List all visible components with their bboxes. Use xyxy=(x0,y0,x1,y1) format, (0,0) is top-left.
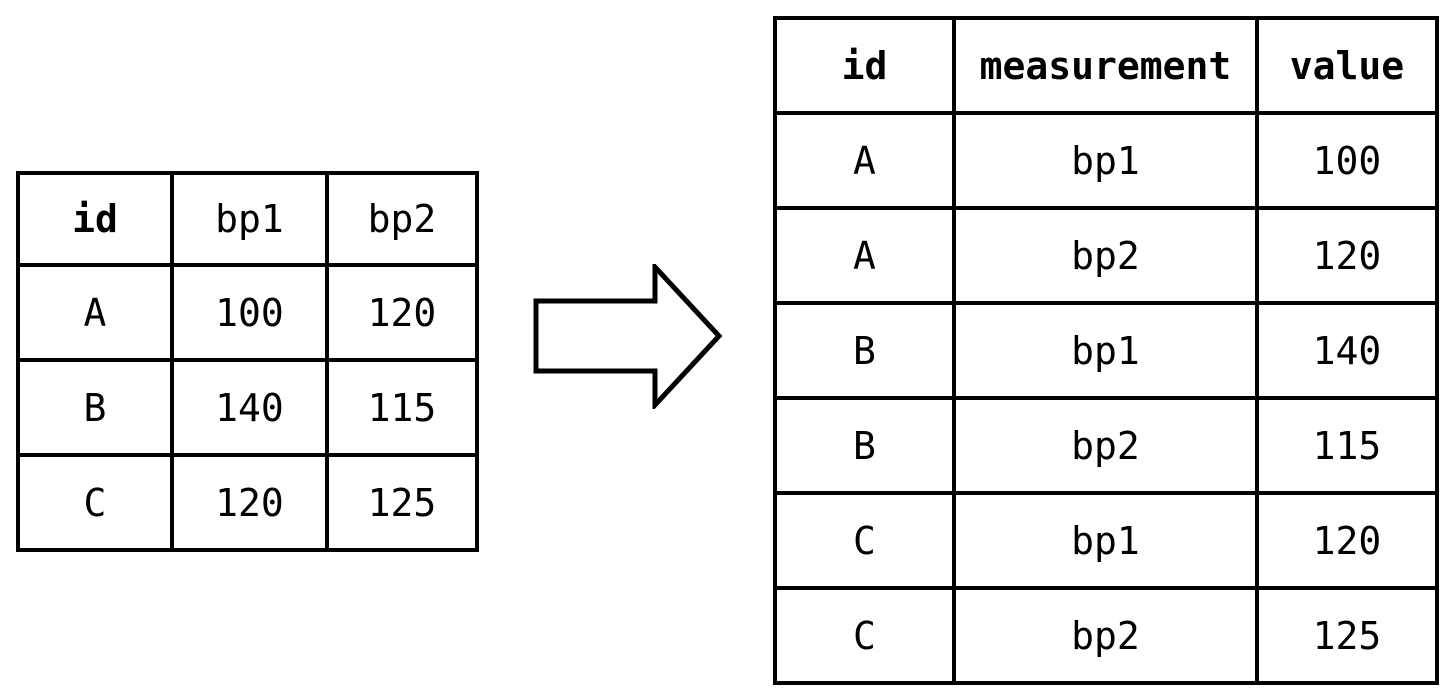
id-cell-a: A xyxy=(773,206,956,305)
id-cell-b: B xyxy=(773,396,956,495)
table-cell: 125 xyxy=(325,453,479,552)
id-cell-c: C xyxy=(773,491,956,590)
long-header-value: value xyxy=(1255,16,1439,115)
long-table-row: C bp1 120 xyxy=(773,491,1439,590)
wide-table-row-b: B 140 115 xyxy=(16,358,479,457)
long-table-row: A bp1 100 xyxy=(773,111,1439,210)
table-cell: 140 xyxy=(170,358,329,457)
table-cell: bp1 xyxy=(952,301,1259,400)
id-cell-b: B xyxy=(16,358,174,457)
table-cell: bp1 xyxy=(952,491,1259,590)
table-cell: bp2 xyxy=(952,206,1259,305)
table-cell: 100 xyxy=(170,263,329,362)
long-table-row: B bp2 115 xyxy=(773,396,1439,495)
long-table-row: A bp2 120 xyxy=(773,206,1439,305)
id-cell-c: C xyxy=(16,453,174,552)
long-table-row: C bp2 125 xyxy=(773,586,1439,685)
long-header-measurement: measurement xyxy=(952,16,1259,115)
wide-table-row-a: A 100 120 xyxy=(16,263,479,362)
table-cell: bp2 xyxy=(952,586,1259,685)
wide-table: id bp1 bp2 A 100 120 B 140 115 C 120 125 xyxy=(16,171,479,552)
id-cell-a: A xyxy=(16,263,174,362)
table-cell: 120 xyxy=(1255,206,1439,305)
id-cell-c: C xyxy=(773,586,956,685)
table-cell: 115 xyxy=(1255,396,1439,495)
table-cell: 120 xyxy=(325,263,479,362)
long-table: id measurement value A bp1 100 A bp2 120… xyxy=(773,16,1439,685)
long-table-header-row: id measurement value xyxy=(773,16,1439,115)
transform-arrow-icon xyxy=(533,264,723,409)
id-cell-b: B xyxy=(773,301,956,400)
id-cell-a: A xyxy=(773,111,956,210)
table-cell: 115 xyxy=(325,358,479,457)
wide-header-bp1: bp1 xyxy=(170,171,329,267)
wide-header-bp2: bp2 xyxy=(325,171,479,267)
table-cell: 140 xyxy=(1255,301,1439,400)
table-cell: 120 xyxy=(1255,491,1439,590)
long-table-row: B bp1 140 xyxy=(773,301,1439,400)
wide-header-id: id xyxy=(16,171,174,267)
table-cell: bp2 xyxy=(952,396,1259,495)
wide-table-header-row: id bp1 bp2 xyxy=(16,171,479,267)
table-cell: bp1 xyxy=(952,111,1259,210)
long-header-id: id xyxy=(773,16,956,115)
table-cell: 125 xyxy=(1255,586,1439,685)
table-cell: 100 xyxy=(1255,111,1439,210)
table-cell: 120 xyxy=(170,453,329,552)
wide-table-row-c: C 120 125 xyxy=(16,453,479,552)
